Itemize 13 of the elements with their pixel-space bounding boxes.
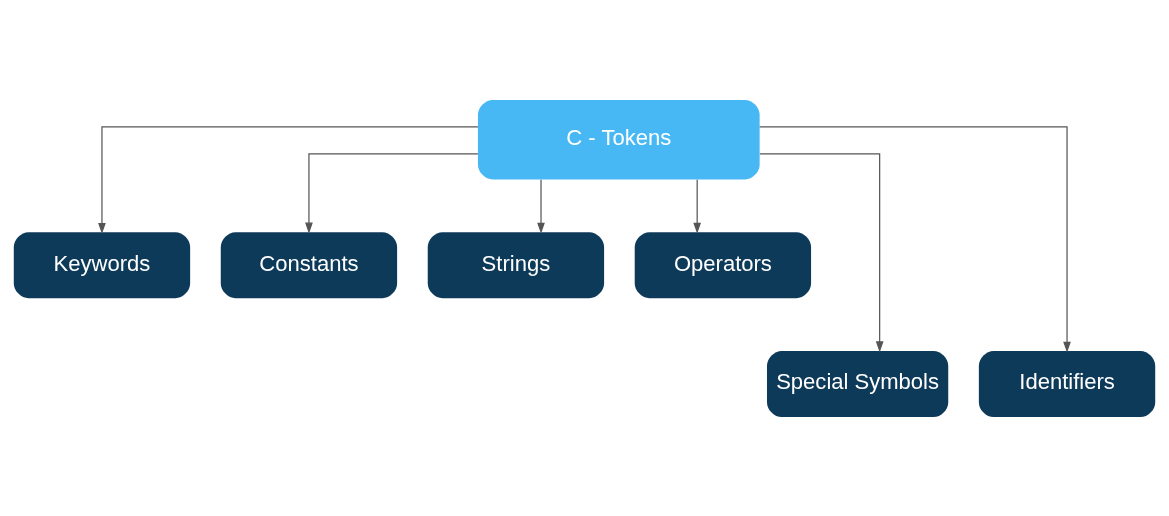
arrow bbox=[759, 125, 1071, 353]
node-box: Identifiers bbox=[978, 350, 1156, 417]
node-box: Special Symbols bbox=[767, 350, 949, 417]
arrow bbox=[759, 152, 884, 352]
arrow bbox=[305, 152, 479, 234]
node-box: Constants bbox=[220, 231, 398, 298]
arrow bbox=[693, 178, 702, 234]
node-box: Keywords bbox=[13, 231, 191, 298]
node-box: Operators bbox=[634, 231, 812, 298]
node-box: C - Tokens bbox=[477, 99, 760, 179]
arrow bbox=[98, 125, 479, 234]
arrow bbox=[537, 178, 545, 234]
node-box: Strings bbox=[427, 231, 605, 298]
